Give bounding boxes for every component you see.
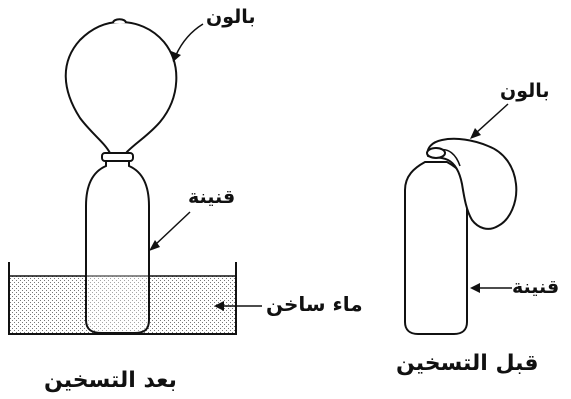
arrow-hot-water [214,301,262,311]
before-heating-setup [404,103,518,335]
bottle-before [404,161,468,335]
balloon-mouth [426,147,446,159]
bottle-after [85,159,150,334]
hot-water [9,276,236,333]
caption-before-heating: قبل التسخين [396,351,539,376]
label-hot-water: ماء ساخن [266,292,363,316]
bottle-neck-ring [101,152,134,162]
label-bottle-after: قنينة [188,186,236,208]
arrow-bottle-after [149,211,191,251]
after-heating-setup [8,18,262,335]
balloon-deflated [426,137,518,230]
label-balloon-before: بالون [500,80,550,102]
balloon-tip [112,18,127,24]
label-balloon-after: بالون [206,6,256,28]
arrow-balloon-after [171,23,204,62]
arrow-bottle-before [470,283,512,293]
balloon-inflated [64,20,178,154]
caption-after-heating: بعد التسخين [44,368,177,393]
arrow-balloon-before [470,103,509,139]
label-bottle-before: قنينة [512,276,560,298]
